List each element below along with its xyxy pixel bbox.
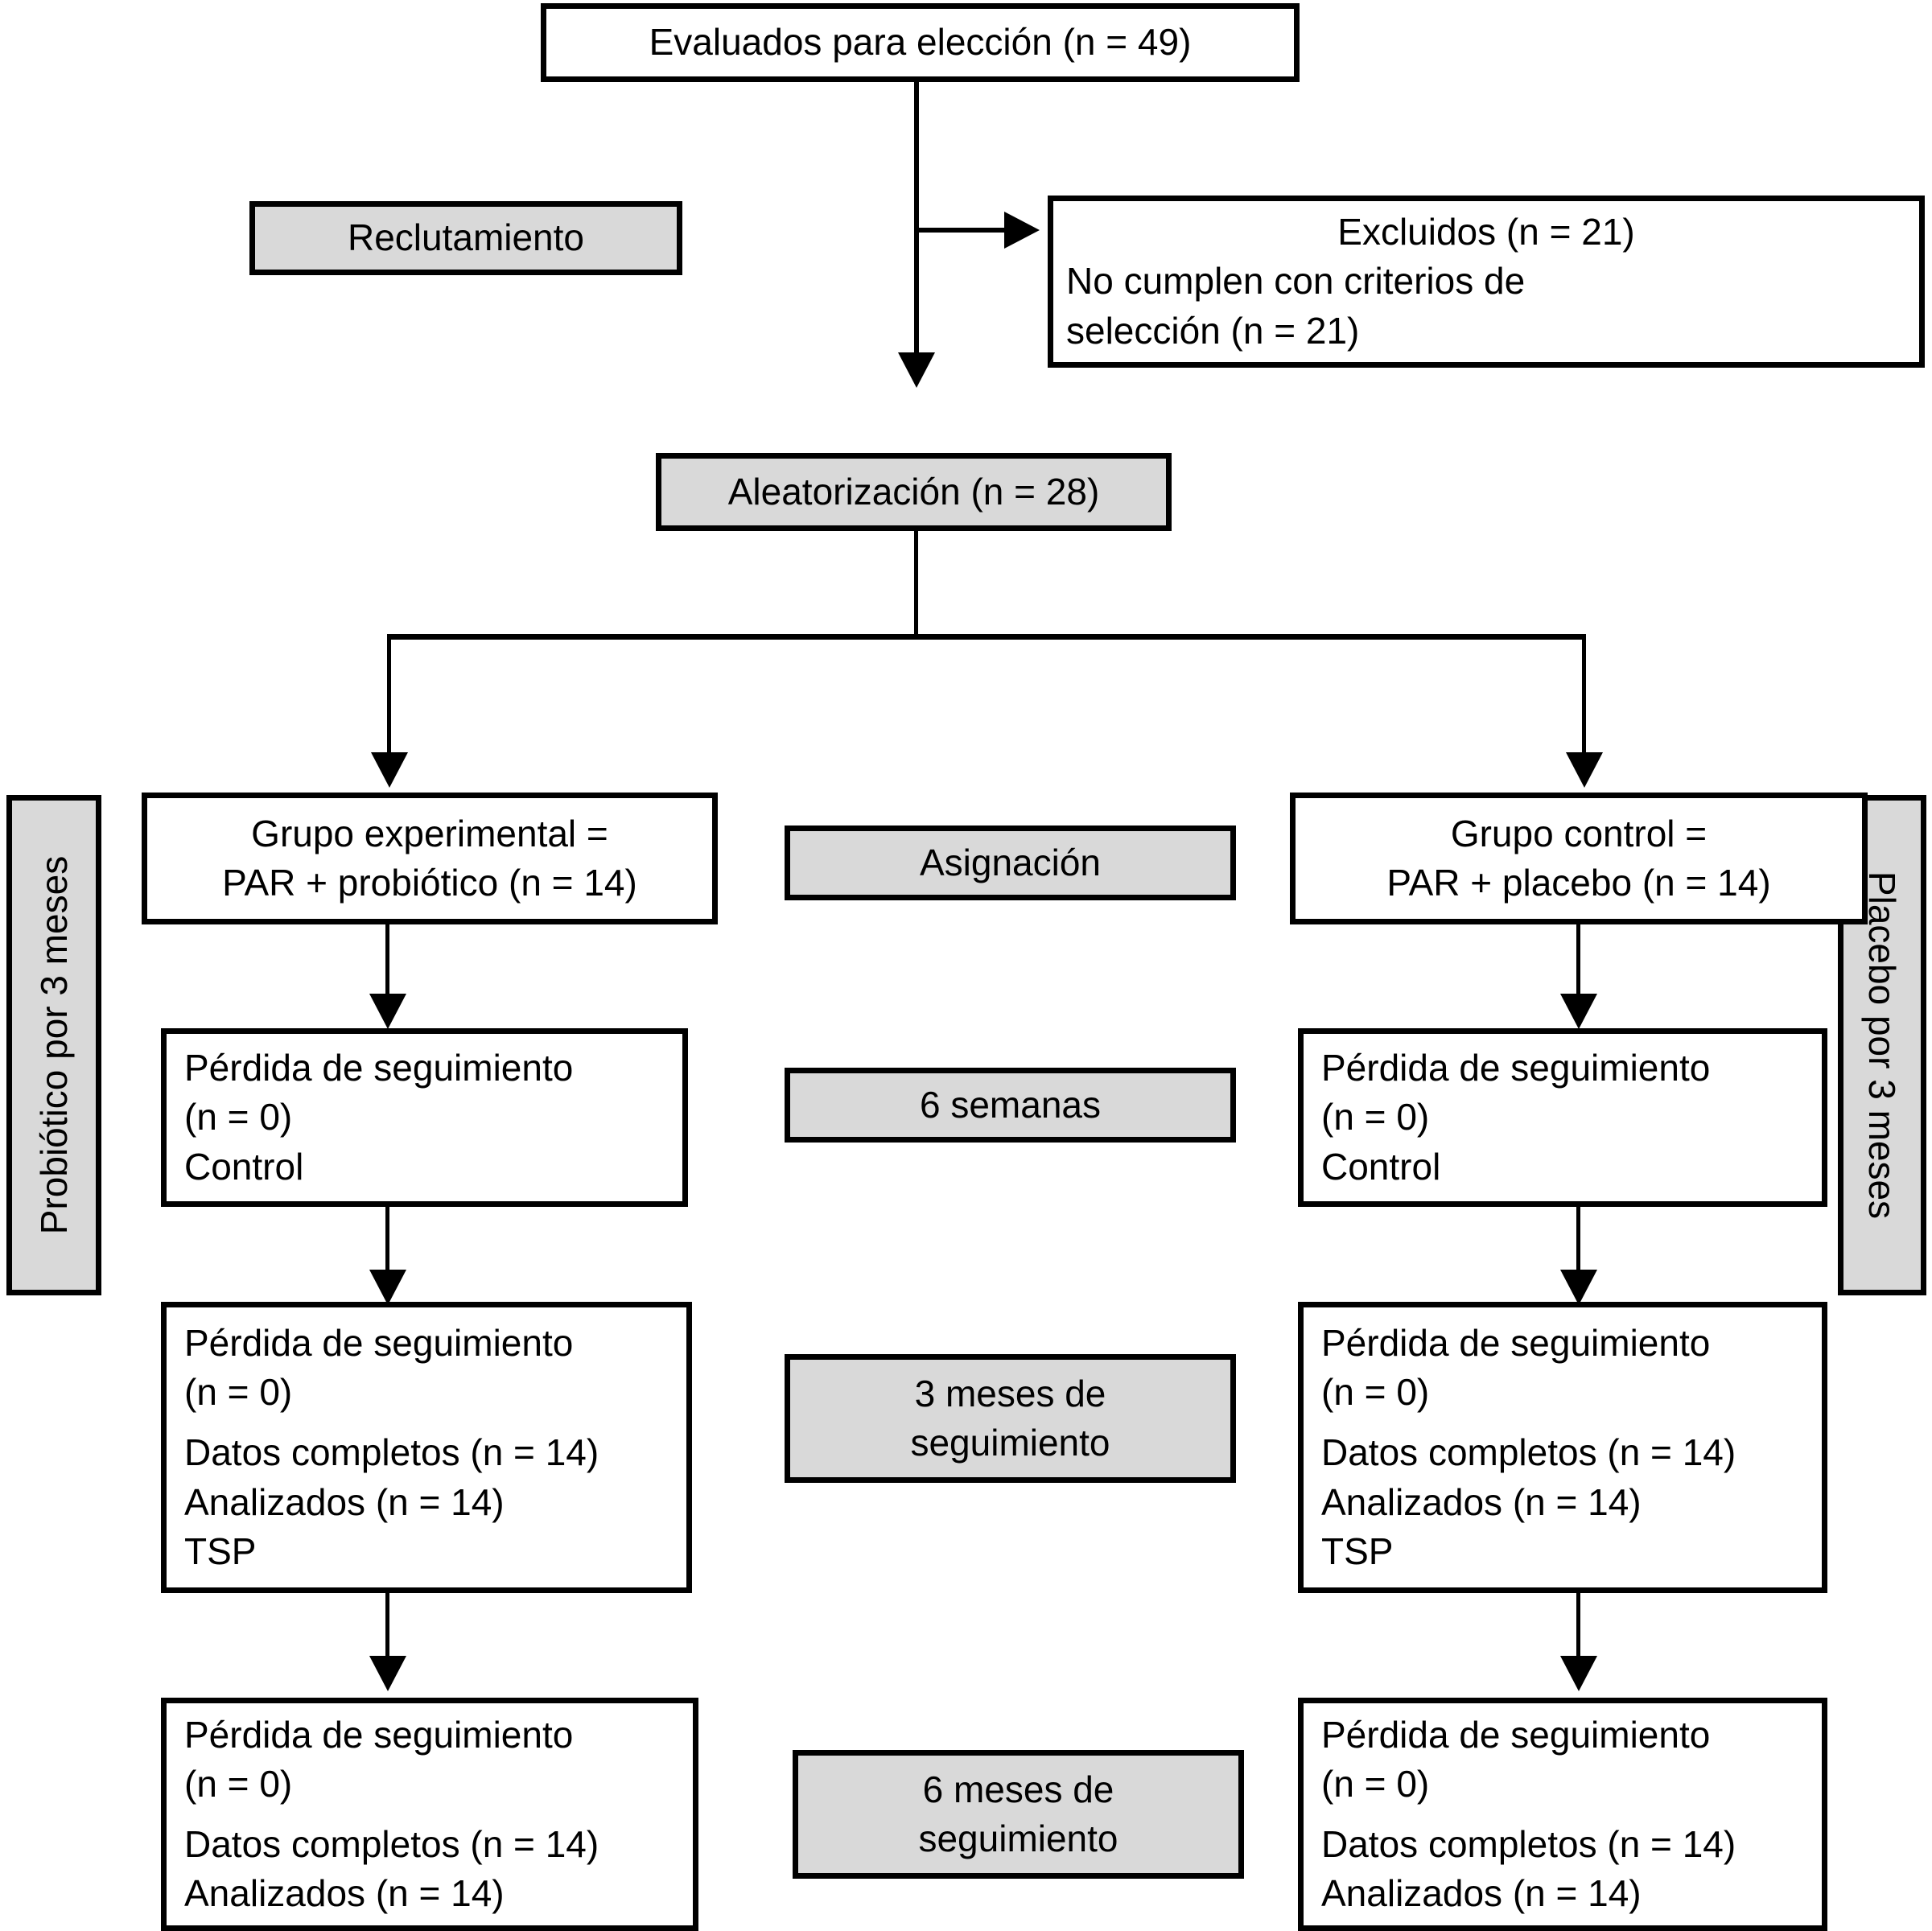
connector-left-three-to-six-months <box>385 1593 389 1667</box>
node-assessed-text: Evaluados para elección (n = 49) <box>649 21 1192 64</box>
connector-assessed-to-randomization <box>914 82 919 381</box>
node-control-line2: PAR + placebo (n = 14) <box>1386 862 1771 904</box>
node-randomization: Aleatorización (n = 28) <box>656 453 1172 531</box>
stage-label-six-weeks-text: 6 semanas <box>919 1083 1101 1126</box>
six-months-left-line3: Datos completos (n = 14) <box>184 1823 599 1865</box>
arrowhead-left-three-months <box>369 1270 406 1305</box>
three-months-right-line4: Analizados (n = 14) <box>1321 1480 1642 1523</box>
node-excluded: Excluidos (n = 21) No cumplen con criter… <box>1048 196 1925 368</box>
connector-split-left-drop <box>387 634 391 759</box>
arrowhead-right-six-months <box>1560 1656 1597 1691</box>
connector-randomization-stem <box>914 531 918 637</box>
three-months-left-line4: Analizados (n = 14) <box>184 1480 505 1523</box>
stage-label-assignment-text: Asignación <box>919 841 1102 883</box>
connector-split-right-drop <box>1582 634 1586 759</box>
six-weeks-right-line3: Control <box>1321 1145 1441 1188</box>
node-randomization-text: Aleatorización (n = 28) <box>727 470 1100 513</box>
three-months-left-line5: TSP <box>184 1530 257 1572</box>
arrowhead-to-control-group <box>1566 752 1603 788</box>
six-weeks-left-line3: Control <box>184 1145 304 1188</box>
six-months-right-line3: Datos completos (n = 14) <box>1321 1823 1736 1865</box>
node-assessed-for-eligibility: Evaluados para elección (n = 49) <box>541 3 1300 82</box>
connector-experimental-to-six-weeks <box>385 924 389 1001</box>
node-six-months-left: Pérdida de seguimiento (n = 0) Datos com… <box>161 1698 698 1931</box>
three-months-right-line1: Pérdida de seguimiento <box>1321 1322 1711 1365</box>
node-experimental-line2: PAR + probiótico (n = 14) <box>222 862 637 904</box>
six-months-left-line2: (n = 0) <box>184 1762 293 1805</box>
stage-label-six-weeks: 6 semanas <box>785 1068 1236 1143</box>
node-control-line1: Grupo control = <box>1450 812 1707 854</box>
stage-label-three-months-line1: 3 meses de <box>914 1372 1106 1414</box>
arrowhead-control-six-weeks <box>1560 994 1597 1029</box>
three-months-right-line2: (n = 0) <box>1321 1371 1430 1414</box>
node-three-months-left: Pérdida de seguimiento (n = 0) Datos com… <box>161 1302 692 1593</box>
node-experimental-line1: Grupo experimental = <box>251 812 608 854</box>
six-months-right-line4: Analizados (n = 14) <box>1321 1872 1642 1915</box>
node-excluded-reason-line1: No cumplen con criterios de <box>1066 260 1526 303</box>
connector-to-excluded <box>917 228 1007 233</box>
node-three-months-right: Pérdida de seguimiento (n = 0) Datos com… <box>1298 1302 1827 1593</box>
arrowhead-to-experimental-group <box>371 752 408 788</box>
stage-label-recruitment: Reclutamiento <box>249 201 682 275</box>
connector-right-three-to-six-months <box>1576 1593 1580 1667</box>
stage-label-six-months-line2: seguimiento <box>918 1818 1118 1859</box>
three-months-left-line1: Pérdida de seguimiento <box>184 1322 574 1365</box>
arrowhead-left-six-months <box>369 1656 406 1691</box>
three-months-left-line2: (n = 0) <box>184 1371 293 1414</box>
six-weeks-right-line2: (n = 0) <box>1321 1096 1430 1138</box>
stage-label-six-months-line1: 6 meses de <box>922 1768 1114 1810</box>
three-months-right-line3: Datos completos (n = 14) <box>1321 1431 1736 1474</box>
arrowhead-to-excluded <box>1004 212 1040 249</box>
arrowhead-to-randomization <box>898 352 935 388</box>
connector-right-six-weeks-to-three-months <box>1576 1207 1580 1281</box>
connector-control-to-six-weeks <box>1576 924 1580 1001</box>
six-months-left-line1: Pérdida de seguimiento <box>184 1713 574 1756</box>
node-control-group: Grupo control = PAR + placebo (n = 14) <box>1290 793 1868 924</box>
stage-label-three-months-line2: seguimiento <box>910 1422 1110 1464</box>
six-weeks-right-line1: Pérdida de seguimiento <box>1321 1047 1711 1089</box>
node-six-weeks-left: Pérdida de seguimiento (n = 0) Control <box>161 1028 688 1207</box>
three-months-right-line5: TSP <box>1321 1530 1394 1572</box>
node-six-weeks-right: Pérdida de seguimiento (n = 0) Control <box>1298 1028 1827 1207</box>
six-months-right-line2: (n = 0) <box>1321 1762 1430 1805</box>
node-excluded-title: Excluidos (n = 21) <box>1337 211 1635 253</box>
stage-label-assignment: Asignación <box>785 826 1236 900</box>
six-weeks-left-line1: Pérdida de seguimiento <box>184 1047 574 1089</box>
arrowhead-experimental-six-weeks <box>369 994 406 1029</box>
node-experimental-group: Grupo experimental = PAR + probiótico (n… <box>142 793 718 924</box>
six-months-left-line4: Analizados (n = 14) <box>184 1872 505 1915</box>
side-label-probiotic-left: Probiótico por 3 meses <box>6 795 101 1295</box>
stage-label-three-months: 3 meses de seguimiento <box>785 1354 1236 1483</box>
stage-label-six-months: 6 meses de seguimiento <box>793 1750 1244 1879</box>
connector-left-six-weeks-to-three-months <box>385 1207 389 1281</box>
node-six-months-right: Pérdida de seguimiento (n = 0) Datos com… <box>1298 1698 1827 1931</box>
node-excluded-reason-line2: selección (n = 21) <box>1066 309 1360 352</box>
stage-label-recruitment-text: Reclutamiento <box>347 216 585 259</box>
side-label-probiotic-text: Probiótico por 3 meses <box>33 855 76 1235</box>
six-months-right-line1: Pérdida de seguimiento <box>1321 1713 1711 1756</box>
six-weeks-left-line2: (n = 0) <box>184 1096 293 1138</box>
connector-split-bar <box>387 634 1586 640</box>
arrowhead-right-three-months <box>1560 1270 1597 1305</box>
three-months-left-line3: Datos completos (n = 14) <box>184 1431 599 1474</box>
